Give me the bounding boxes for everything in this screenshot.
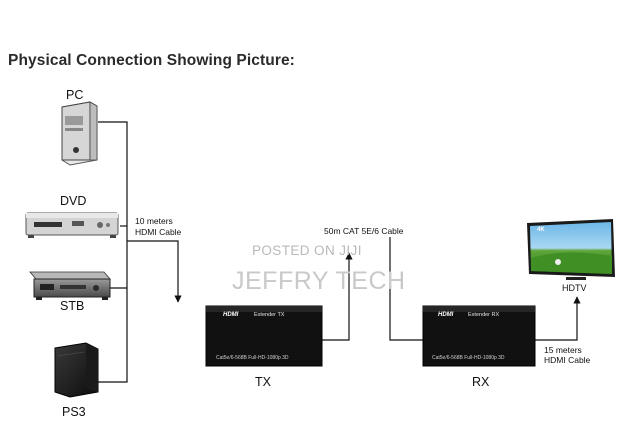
tx-extender-box [205, 305, 323, 367]
input-cable-type: HDMI Cable [135, 227, 182, 237]
rx-model-text: Extender RX [468, 312, 500, 318]
dvd-device [25, 212, 119, 238]
hdtv-device [527, 219, 615, 280]
hdtv-label: HDTV [562, 283, 587, 293]
rx-brand-logo: HDMI [438, 312, 454, 318]
tx-model-text: Extender TX [254, 312, 285, 318]
rx-extender-box [422, 305, 536, 367]
output-cable-length: 15 meters [544, 345, 582, 355]
cat-cable-line-rx [389, 237, 423, 341]
hdmi-input-cable [127, 240, 182, 303]
watermark-posted: POSTED ON JIJI [252, 243, 362, 258]
tv-screen-badge: 4K [537, 227, 545, 233]
output-cable-type: HDMI Cable [544, 355, 591, 365]
ps3-label: PS3 [62, 405, 86, 419]
hdmi-output-cable [535, 296, 581, 341]
dvd-label: DVD [60, 194, 87, 208]
rx-label: RX [472, 375, 490, 389]
pc-device [61, 101, 98, 166]
ps3-device [54, 342, 99, 398]
input-cable-lines [98, 121, 128, 383]
rx-spec-text: Cat5e/6-568B Full-HD-1080p 3D [432, 355, 505, 361]
input-cable-length: 10 meters [135, 216, 173, 226]
cat-cable-line [322, 252, 353, 341]
stb-label: STB [60, 299, 85, 313]
page-title: Physical Connection Showing Picture: [8, 52, 295, 69]
tx-brand-logo: HDMI [223, 312, 239, 318]
watermark-brand: JEFFRY TECH [232, 267, 406, 295]
pc-label: PC [66, 88, 84, 102]
cat-cable-label: 50m CAT 5E/6 Cable [324, 226, 404, 236]
stb-device [29, 271, 111, 300]
tx-spec-text: Cat5e/6-568B Full-HD-1080p 3D [216, 355, 289, 361]
tx-label: TX [255, 375, 271, 389]
